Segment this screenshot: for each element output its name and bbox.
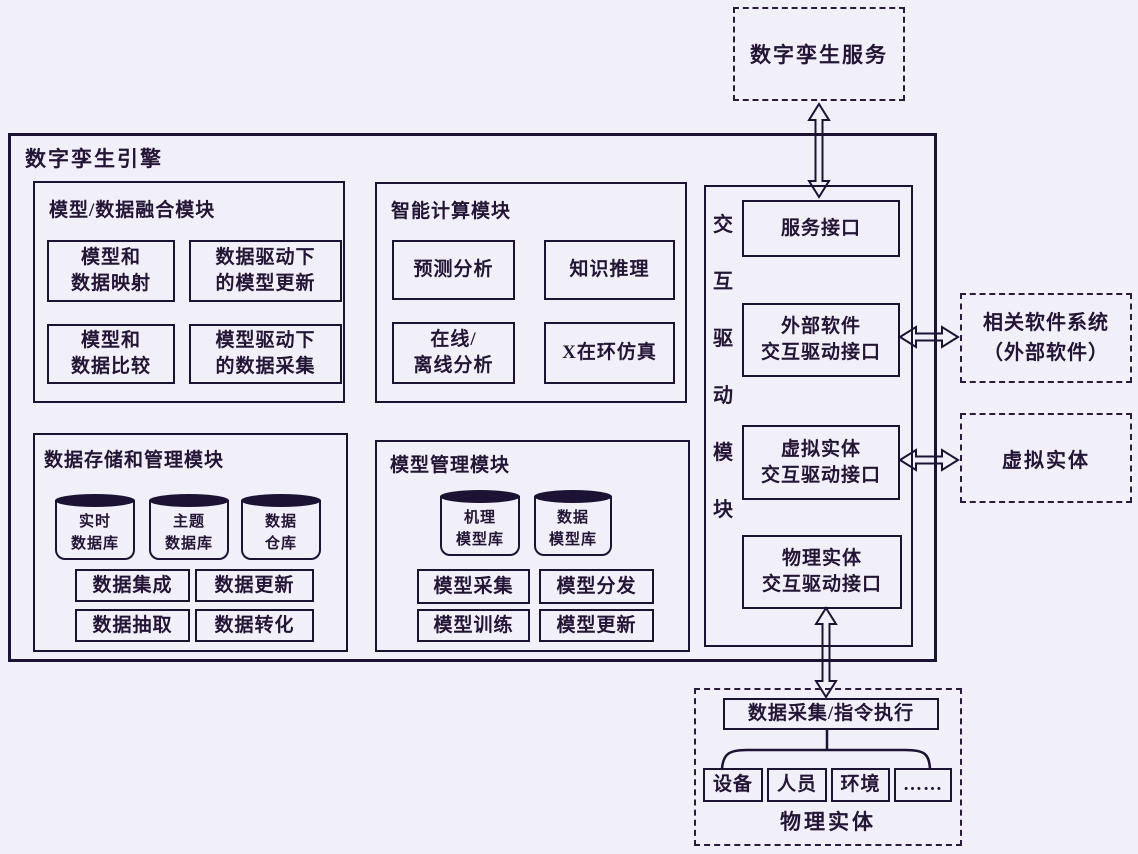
external-software-system-label: 相关软件系统 （外部软件） [983,312,1109,364]
physical-entity-label: 物理实体 [780,810,876,834]
realtime-database-label: 实时 数据库 [70,513,119,552]
model-op-training: 模型训练 [417,609,530,642]
cylinder-body [149,500,229,560]
entity-environment-box: 环境 [831,768,890,802]
compute-module-box: 智能计算模块 预测分析 知识推理 在线/ 离线分析 X在环仿真 [375,182,687,403]
entity-personnel-box: 人员 [767,768,827,802]
mechanism-model-library-label: 机理 模型库 [455,509,504,548]
physical-entity-box: 数据采集/指令执行 设备 人员 环境 …… 物理实体 [694,688,962,846]
data-warehouse-cylinder: 数据 仓库 [241,494,321,560]
fusion-item-model-data-mapping: 模型和 数据映射 [47,240,175,302]
entities-fanout-connector [720,728,932,770]
compute-item-predictive-analysis: 预测分析 [392,240,515,300]
cylinder-top [534,490,612,503]
interface-external-software: 外部软件 交互驱动接口 [742,303,900,377]
data-model-library-cylinder: 数据 模型库 [534,490,612,556]
compute-item-x-in-loop-simulation: X在环仿真 [544,322,675,384]
mechanism-model-library-cylinder: 机理 模型库 [440,490,520,556]
storage-module-box: 数据存储和管理模块 实时 数据库 主题 数据库 数据 仓库 数据集成 数据更新 … [33,433,348,652]
data-acquisition-command-box: 数据采集/指令执行 [723,698,939,730]
storage-op-data-extraction: 数据抽取 [75,609,190,642]
interface-physical-entity: 物理实体 交互驱动接口 [742,535,902,609]
storage-op-data-update: 数据更新 [195,569,314,602]
virtual-entity-box: 虚拟实体 [960,413,1132,503]
entity-equipment-box: 设备 [703,768,763,802]
interface-virtual-entity: 虚拟实体 交互驱动接口 [742,425,900,500]
model-mgmt-module-title: 模型管理模块 [390,455,511,476]
virtual-entity-label: 虚拟实体 [1002,449,1090,472]
cylinder-top [241,494,321,507]
realtime-database-cylinder: 实时 数据库 [55,494,135,560]
interaction-module-box: 交互驱动模块 服务接口 外部软件 交互驱动接口 虚拟实体 交互驱动接口 物理实体… [704,185,913,647]
digital-twin-service-label: 数字孪生服务 [750,43,888,67]
model-op-update: 模型更新 [539,609,654,642]
engine-title: 数字孪生引擎 [25,147,163,171]
interface-service: 服务接口 [742,200,900,257]
digital-twin-service-box: 数字孪生服务 [733,7,905,101]
external-software-arrow [898,325,960,349]
cylinder-body [440,496,520,556]
fusion-module-box: 模型/数据融合模块 模型和 数据映射 数据驱动下 的模型更新 模型和 数据比较 … [33,181,345,403]
topic-database-label: 主题 数据库 [164,513,213,552]
data-warehouse-label: 数据 仓库 [264,513,297,552]
cylinder-top [149,494,229,507]
physical-connection-arrow [814,606,838,699]
entity-ellipsis-box: …… [894,768,952,802]
cylinder-body [55,500,135,560]
digital-twin-engine-box: 数字孪生引擎 [8,133,937,662]
virtual-entity-arrow [898,448,960,472]
storage-module-title: 数据存储和管理模块 [44,450,225,471]
compute-module-title: 智能计算模块 [391,201,512,222]
compute-item-online-offline-analysis: 在线/ 离线分析 [392,322,515,384]
service-connection-arrow [807,102,831,199]
cylinder-top [55,494,135,507]
interaction-module-title: 交互驱动模块 [713,214,733,521]
model-op-distribution: 模型分发 [539,569,654,604]
fusion-item-model-data-compare: 模型和 数据比较 [47,324,175,384]
storage-op-data-transformation: 数据转化 [195,609,314,642]
topic-database-cylinder: 主题 数据库 [149,494,229,560]
fusion-module-title: 模型/数据融合模块 [49,200,216,221]
cylinder-body [534,496,612,556]
model-mgmt-module-box: 模型管理模块 机理 模型库 数据 模型库 模型采集 模型分发 模型训练 模型更新 [375,440,690,652]
cylinder-top [440,490,520,503]
cylinder-body [241,500,321,560]
fusion-item-model-driven-data-collect: 模型驱动下 的数据采集 [189,324,342,384]
external-software-system-box: 相关软件系统 （外部软件） [960,293,1132,383]
fusion-item-data-driven-model-update: 数据驱动下 的模型更新 [189,240,342,302]
data-model-library-label: 数据 模型库 [548,509,597,548]
compute-item-knowledge-reasoning: 知识推理 [544,240,675,300]
model-op-collection: 模型采集 [417,569,530,604]
storage-op-data-integration: 数据集成 [75,569,190,602]
